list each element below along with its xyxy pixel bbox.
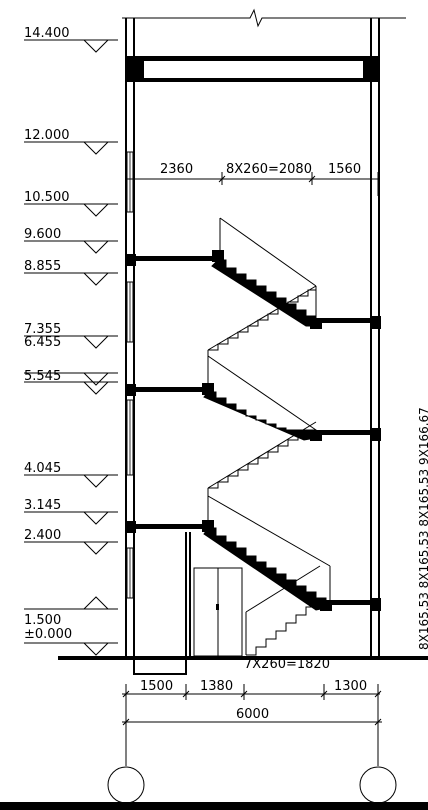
elevation-labels: 14.400 12.000 10.500 9.600 8.855 7.355 6…: [24, 26, 72, 642]
level-label-0000: ±0.000: [24, 627, 72, 642]
level-label-3145: 3.145: [24, 498, 61, 513]
bottom-dim-1500: 1500: [140, 679, 173, 694]
level-label-5545: 5.545: [24, 369, 61, 384]
bottom-dim-1300: 1300: [334, 679, 367, 694]
bottom-dimension: [122, 684, 382, 766]
level-label-6455: 6.455: [24, 335, 61, 350]
roof-beam: [126, 56, 380, 82]
level-label-12000: 12.000: [24, 128, 70, 143]
top-dim-middle: 8X260=2080: [226, 162, 312, 177]
grid-axis-bubbles: [107, 766, 397, 804]
lower-structure: [185, 532, 243, 660]
level-label-1500: 1.500: [24, 613, 61, 628]
level-label-4045: 4.045: [24, 461, 61, 476]
level-label-7355: 7.355: [24, 322, 61, 337]
right-wall: [370, 18, 380, 660]
left-wall: [125, 18, 135, 660]
bottom-dim-treads: 7X260=1820: [244, 657, 330, 672]
level-label-9600: 9.600: [24, 227, 61, 242]
bottom-dim-total: 6000: [236, 707, 269, 722]
top-dim-right: 1560: [328, 162, 361, 177]
bottom-border: [0, 802, 428, 810]
top-break-line: [122, 8, 406, 28]
stair-flight-cut: [203, 259, 327, 611]
riser-notes-vertical: 8X165.53 8X165.53 8X165.53 9X166.67: [417, 407, 428, 650]
level-label-8855: 8.855: [24, 259, 61, 274]
elevation-markers: [24, 39, 118, 656]
stair-flight-seen: [207, 217, 331, 656]
top-dimension: [125, 172, 380, 196]
ground-line: [58, 656, 428, 675]
level-label-2400: 2.400: [24, 528, 61, 543]
level-label-10500: 10.500: [24, 190, 70, 205]
top-dim-left: 2360: [160, 162, 193, 177]
level-label-14400: 14.400: [24, 26, 70, 41]
bottom-dim-1380: 1380: [200, 679, 233, 694]
